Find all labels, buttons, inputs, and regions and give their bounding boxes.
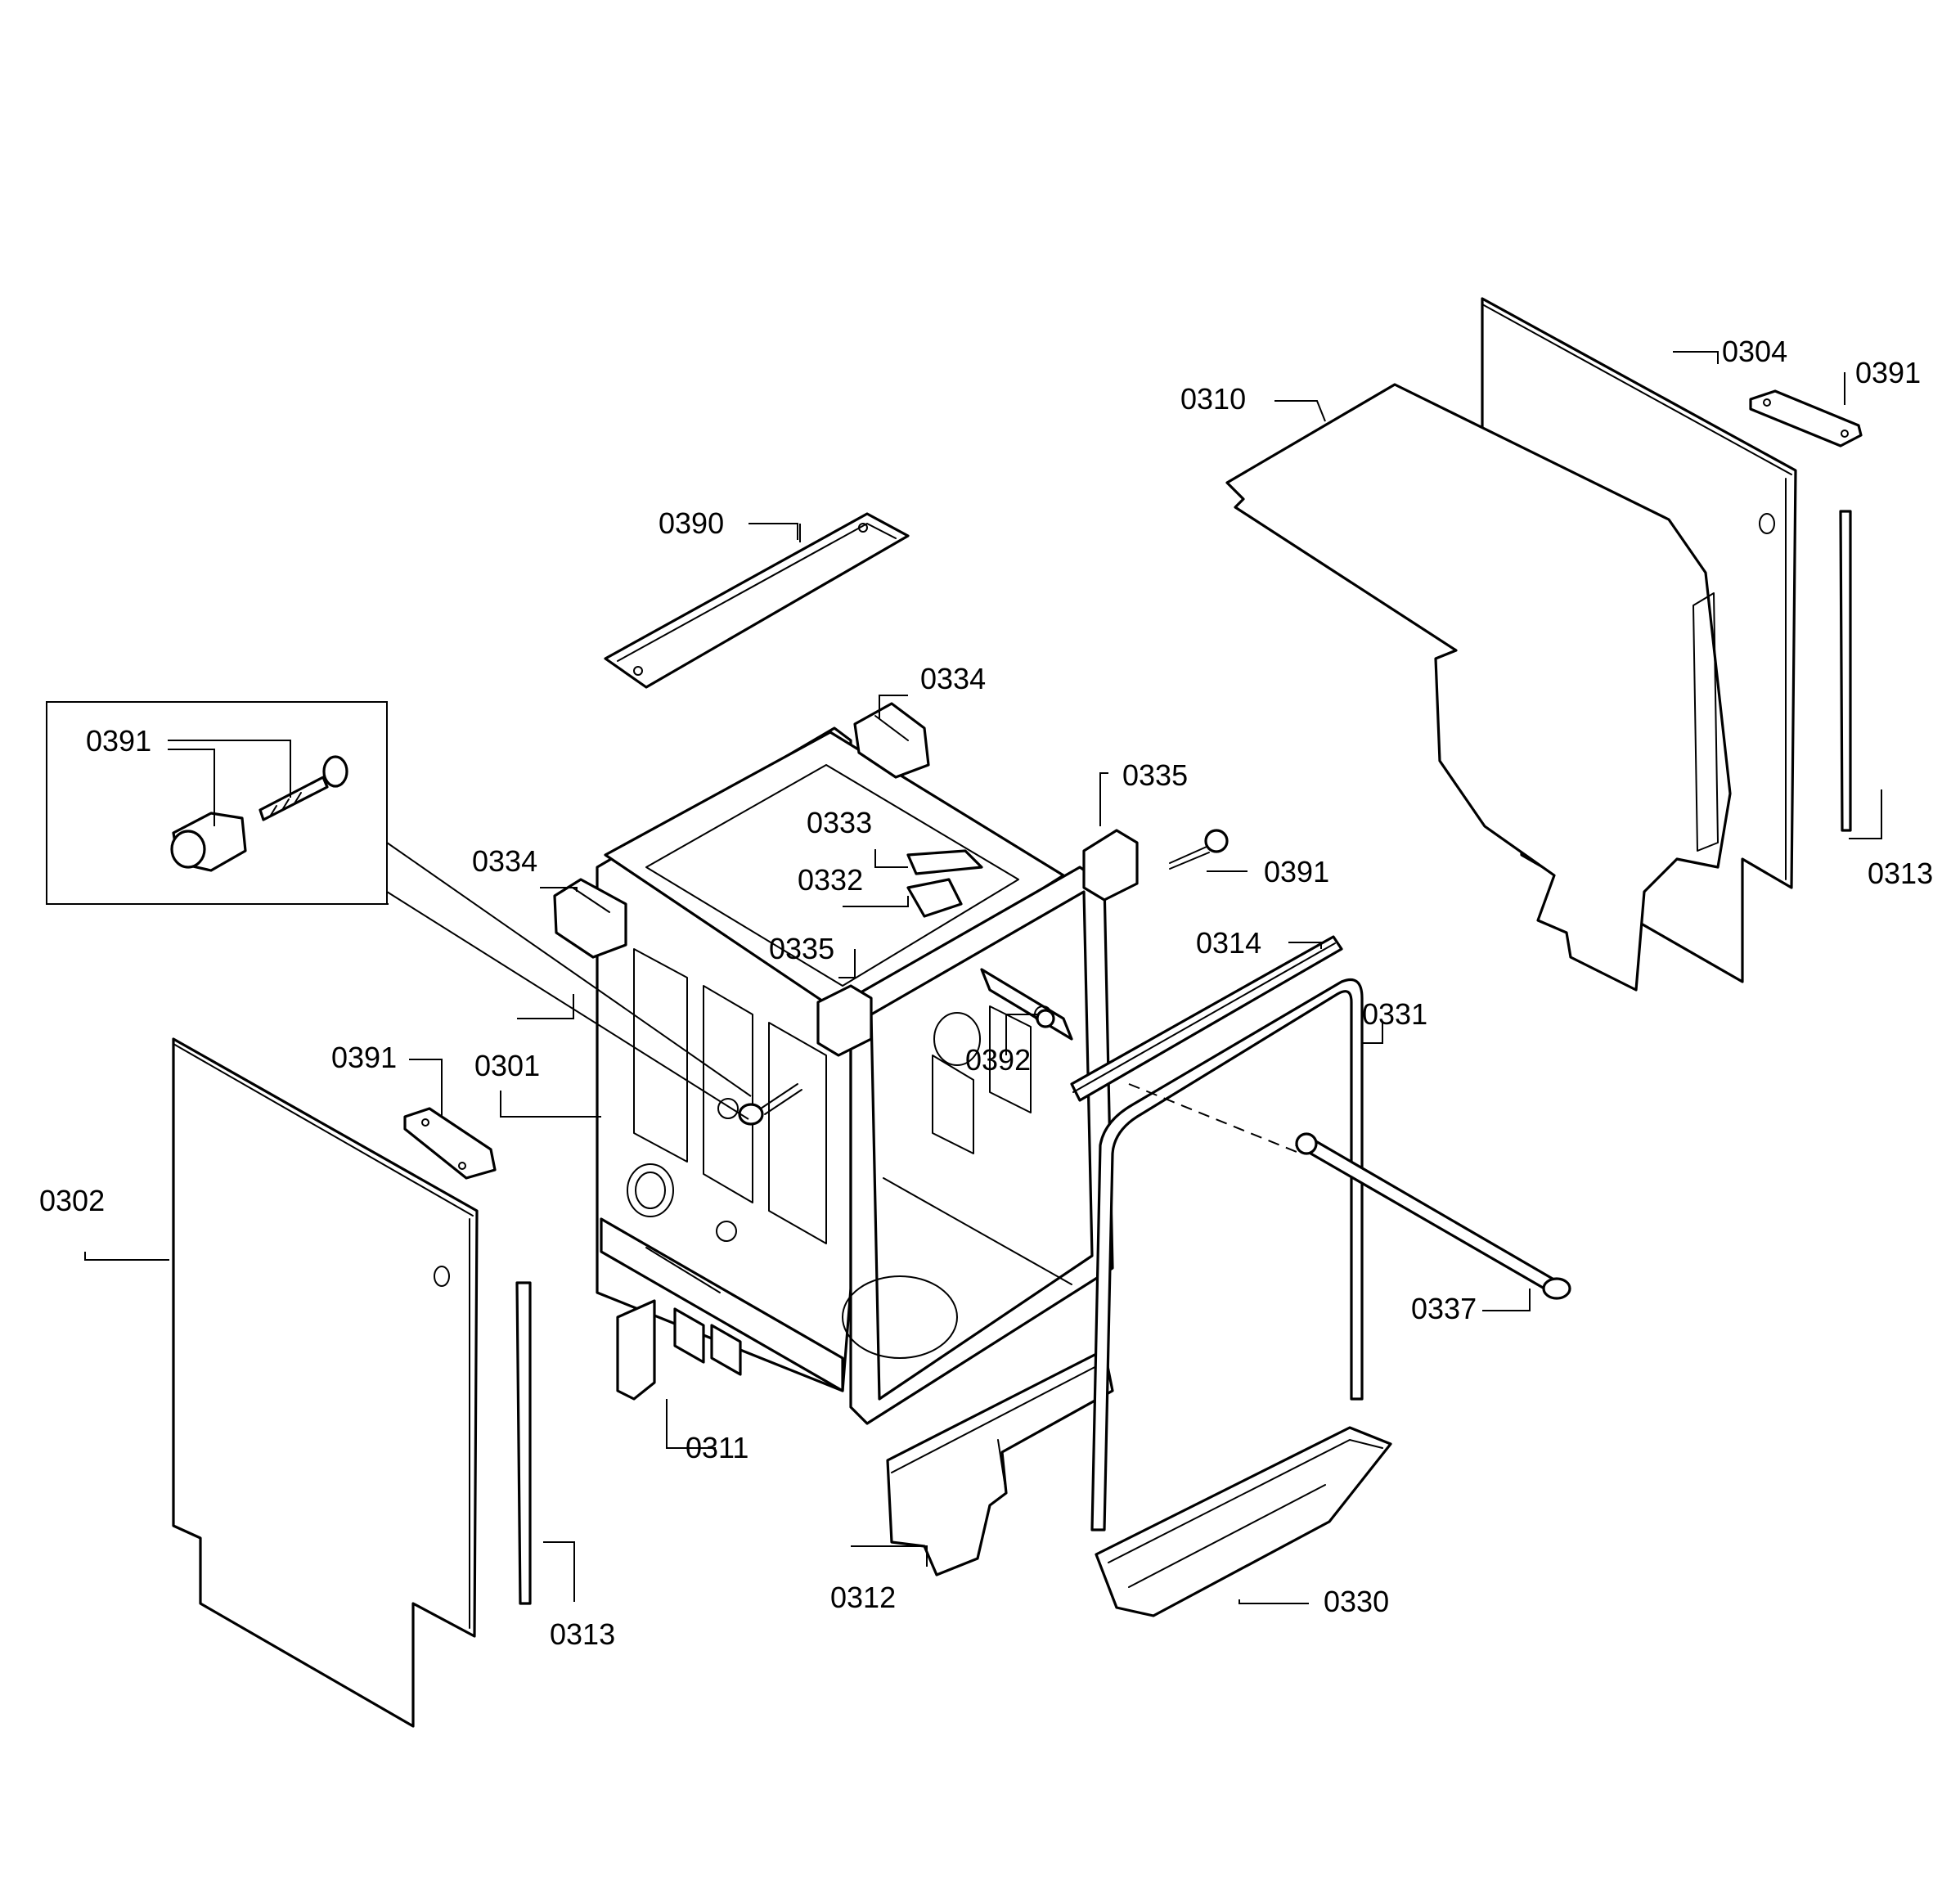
part-0301-tub [596, 726, 1114, 1425]
label-0333: 0333 [807, 806, 872, 839]
label-0335-front: 0335 [769, 932, 834, 965]
part-0391-center-fastener [738, 1083, 802, 1126]
label-0391-top: 0391 [1855, 356, 1921, 389]
part-0302-side-panel [172, 1037, 479, 1728]
label-0312: 0312 [830, 1581, 896, 1614]
part-0333-0332-bracket [906, 849, 983, 918]
part-0334-left-hinge [553, 878, 627, 959]
part-0337-rear-rail [1295, 1132, 1571, 1300]
leader-lines [84, 351, 1882, 1604]
part-0313-right-seal [1839, 510, 1852, 832]
part-0391-left-bracket [403, 1107, 497, 1180]
part-0391-top-bracket [1749, 389, 1863, 448]
part-0390-top-strip [604, 512, 910, 689]
part-0330-bottom-trim [1095, 1426, 1392, 1617]
label-0391-mid: 0391 [1264, 855, 1329, 888]
part-0391-right-fastener [1169, 829, 1229, 870]
part-0313-left-seal [515, 1281, 532, 1605]
label-0314: 0314 [1196, 926, 1261, 960]
part-0310-insulation [1225, 383, 1732, 992]
label-0335-right: 0335 [1122, 758, 1188, 792]
label-0337: 0337 [1411, 1292, 1477, 1325]
inset-detail-box [46, 701, 752, 1120]
label-0334-left: 0334 [472, 844, 537, 878]
alignment-dash-line [1128, 1083, 1301, 1154]
label-0304: 0304 [1722, 335, 1787, 368]
part-0331-seal-frame [1090, 978, 1364, 1531]
label-0332: 0332 [798, 863, 863, 897]
label-0331: 0331 [1362, 997, 1427, 1031]
part-0335-hinges [816, 829, 1139, 1057]
label-0311: 0311 [686, 1431, 748, 1464]
label-0391-inset: 0391 [86, 724, 151, 758]
label-0301: 0301 [474, 1049, 540, 1082]
label-0391-left: 0391 [331, 1041, 397, 1074]
label-0313-right: 0313 [1868, 857, 1933, 890]
label-0392: 0392 [965, 1043, 1031, 1077]
part-0314-top-rail [1070, 935, 1343, 1102]
label-0390: 0390 [659, 506, 724, 540]
part-labels: 0391 0302 0391 0301 0313 0334 0390 0334 … [39, 335, 1933, 1651]
part-0312-front-insulation [886, 1348, 1114, 1576]
part-0334-top-hinge [853, 702, 930, 779]
label-0330: 0330 [1324, 1585, 1389, 1618]
label-0334-top: 0334 [920, 662, 986, 695]
label-0313-left: 0313 [550, 1617, 615, 1651]
part-0311-insulation [616, 1299, 656, 1401]
label-0310: 0310 [1180, 382, 1246, 416]
part-0392-sensor [1036, 1009, 1055, 1028]
label-0302: 0302 [39, 1184, 105, 1217]
